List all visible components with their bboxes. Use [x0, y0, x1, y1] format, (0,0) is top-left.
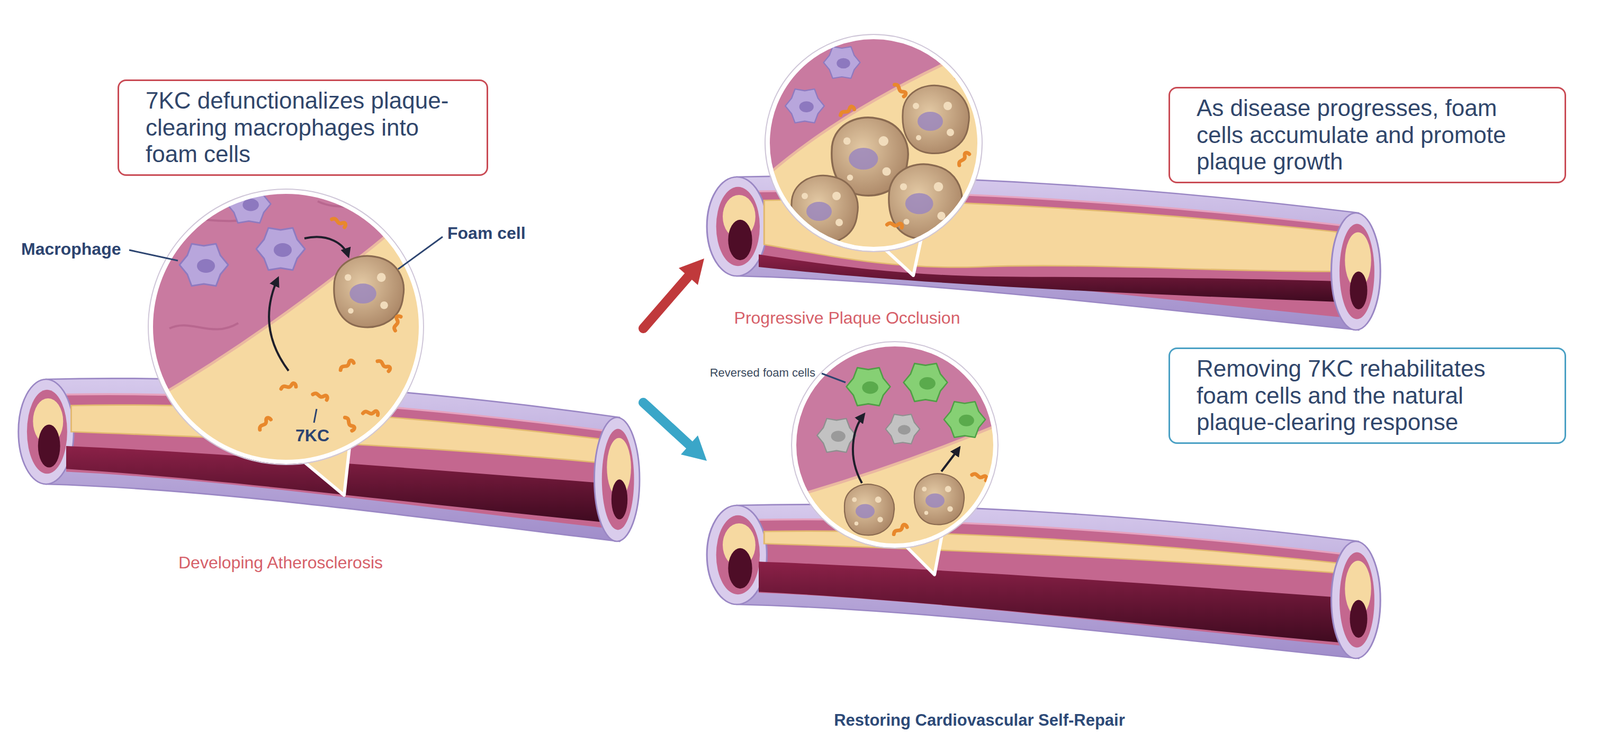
stage-label: Restoring Cardiovascular Self-Repair: [833, 710, 1126, 730]
magnifier-part-part: [903, 363, 948, 402]
magnifier-part-part: [886, 219, 903, 230]
callout-text: Removing 7KC rehabilitates foam cells an…: [1196, 355, 1539, 436]
part-label: 7KC: [295, 425, 330, 446]
leader-line-part: [129, 249, 178, 261]
callout-box: Removing 7KC rehabilitates foam cells an…: [1168, 347, 1567, 444]
magnifier-part-part: [331, 214, 347, 229]
magnifier-part: [767, 37, 980, 249]
magnifier-part-part: [844, 483, 895, 535]
progress-arrow: [643, 258, 705, 329]
repair-arrow: [643, 402, 707, 461]
magnifier-part: [148, 189, 424, 465]
artery-part: [1331, 212, 1381, 330]
magnifier-part-part: [816, 418, 857, 453]
magnifier-part: [791, 341, 999, 548]
magnifier-part: [765, 34, 983, 252]
stage-label: Developing Atherosclerosis: [178, 552, 383, 573]
magnifier-part-part: [941, 447, 960, 472]
leader-line-part: [398, 236, 443, 269]
artery-part: [758, 254, 1343, 302]
magnifier-part-part: [767, 37, 980, 249]
magnifier-part-part: [823, 46, 861, 79]
part-label: Macrophage: [21, 239, 121, 259]
artery-part: [706, 504, 1359, 659]
magnifier-part-part: [892, 523, 909, 534]
magnifier-part-part: [955, 151, 971, 166]
callout-text: 7KC defunctionalizes plaque-clearing mac…: [145, 87, 461, 168]
magnifier-part-part: [377, 357, 392, 373]
magnifier-part-part: [894, 82, 907, 98]
magnifier-part-part: [902, 85, 969, 154]
magnifier-part-part: [344, 415, 355, 432]
artery-part: [594, 417, 641, 542]
leader-line-part: [821, 373, 846, 383]
magnifier-part-part: [179, 243, 229, 286]
magnifier-part-part: [362, 407, 379, 417]
callout-box: 7KC defunctionalizes plaque-clearing mac…: [117, 79, 489, 176]
magnifier-part-part: [268, 277, 289, 371]
progress-arrow-part: [643, 276, 689, 329]
magnifier-part-part: [334, 255, 404, 328]
magnifier-part-part: [390, 315, 403, 331]
magnifier-part-part: [785, 88, 825, 123]
artery: [706, 504, 1381, 659]
magnifier-part-part: [972, 469, 988, 482]
magnifier-part-part: [846, 367, 891, 406]
magnifier-part: [794, 344, 996, 546]
part-label: Foam cell: [447, 223, 526, 244]
repair-arrow-part: [643, 402, 690, 445]
magnifier-part-part: [304, 236, 349, 257]
magnifier: [148, 184, 424, 496]
magnifier-part: [150, 191, 421, 462]
magnifier: [765, 34, 983, 276]
magnifier-part-part: [256, 416, 273, 430]
repair-arrow-part: [680, 435, 707, 461]
magnifier-part-part: [839, 105, 856, 115]
progress-arrow-part: [678, 258, 705, 285]
magnifier-part-part: [312, 389, 329, 402]
magnifier-part-part: [791, 175, 858, 244]
magnifier-part-part: [944, 401, 986, 438]
leader-line-part: [313, 408, 317, 423]
magnifier-part-part: [885, 414, 920, 444]
magnifier-part-part: [281, 382, 296, 389]
magnifier-part: [767, 37, 980, 249]
magnifier-part-part: [852, 414, 865, 483]
artery-part: [758, 561, 1343, 643]
part-label: Reversed foam cells: [709, 365, 816, 380]
artery-part: [66, 445, 605, 523]
magnifier-part: [788, 344, 1001, 551]
stage-label: Progressive Plaque Occlusion: [734, 308, 961, 328]
magnifier-part: [148, 184, 424, 466]
magnifier-part-part: [888, 164, 963, 239]
magnifier-part-part: [148, 222, 424, 466]
callout-box: As disease progresses, foam cells accumu…: [1168, 86, 1567, 184]
callout-text: As disease progresses, foam cells accumu…: [1196, 94, 1539, 176]
magnifier-part-part: [256, 227, 305, 271]
magnifier: [788, 341, 1001, 575]
artery-part: [1331, 541, 1381, 659]
magnifier-part-part: [338, 359, 355, 370]
magnifier-part-part: [914, 473, 965, 525]
leader-line: [129, 236, 846, 423]
